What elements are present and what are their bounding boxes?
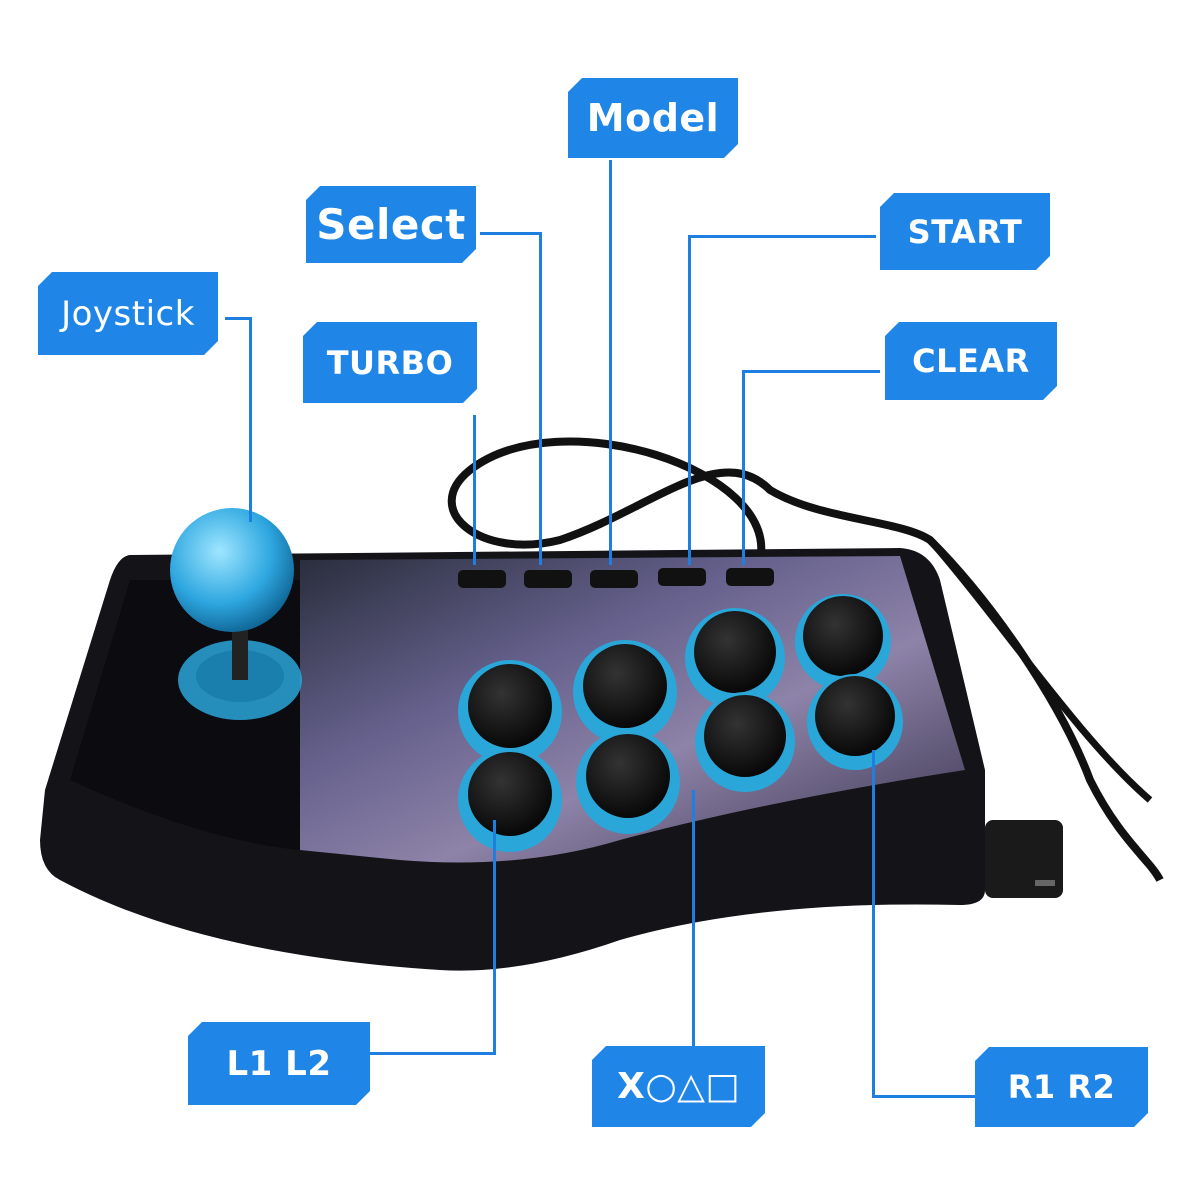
- leader-line-l1l2: [493, 820, 496, 1055]
- action-buttons: [458, 594, 903, 852]
- leader-line-select: [480, 232, 541, 235]
- leader-line-r1r2: [872, 750, 875, 1098]
- label-clear: CLEAR: [885, 322, 1057, 400]
- leader-line-r1r2-h: [872, 1095, 976, 1098]
- leader-line-clear: [742, 370, 880, 373]
- leader-line-l1l2-h: [370, 1052, 496, 1055]
- leader-line-turbo: [473, 415, 476, 565]
- leader-line-clear-v: [742, 370, 745, 565]
- leader-line-model: [609, 160, 612, 565]
- start-button: [658, 568, 706, 586]
- label-l1-l2: L1 L2: [188, 1022, 370, 1105]
- joystick: [170, 508, 302, 720]
- turbo-button: [458, 570, 506, 588]
- cable: [447, 437, 1164, 882]
- leader-line-joystick: [225, 317, 252, 320]
- model-button: [590, 570, 638, 588]
- leader-line-joystick-v: [249, 317, 252, 522]
- label-select: Select: [306, 186, 476, 263]
- leader-line-face: [692, 790, 695, 1046]
- leader-line-start: [688, 235, 876, 238]
- label-turbo: TURBO: [303, 322, 477, 403]
- label-joystick: Joystick: [38, 272, 218, 355]
- label-model: Model: [568, 78, 738, 158]
- leader-line-select-v: [539, 232, 542, 565]
- label-start: START: [880, 193, 1050, 270]
- label-face-buttons: X○△□: [592, 1046, 765, 1127]
- select-button: [524, 570, 572, 588]
- ps2-connector: [985, 820, 1063, 898]
- label-r1-r2: R1 R2: [975, 1047, 1148, 1127]
- clear-button: [726, 568, 774, 586]
- leader-line-start-v: [688, 235, 691, 565]
